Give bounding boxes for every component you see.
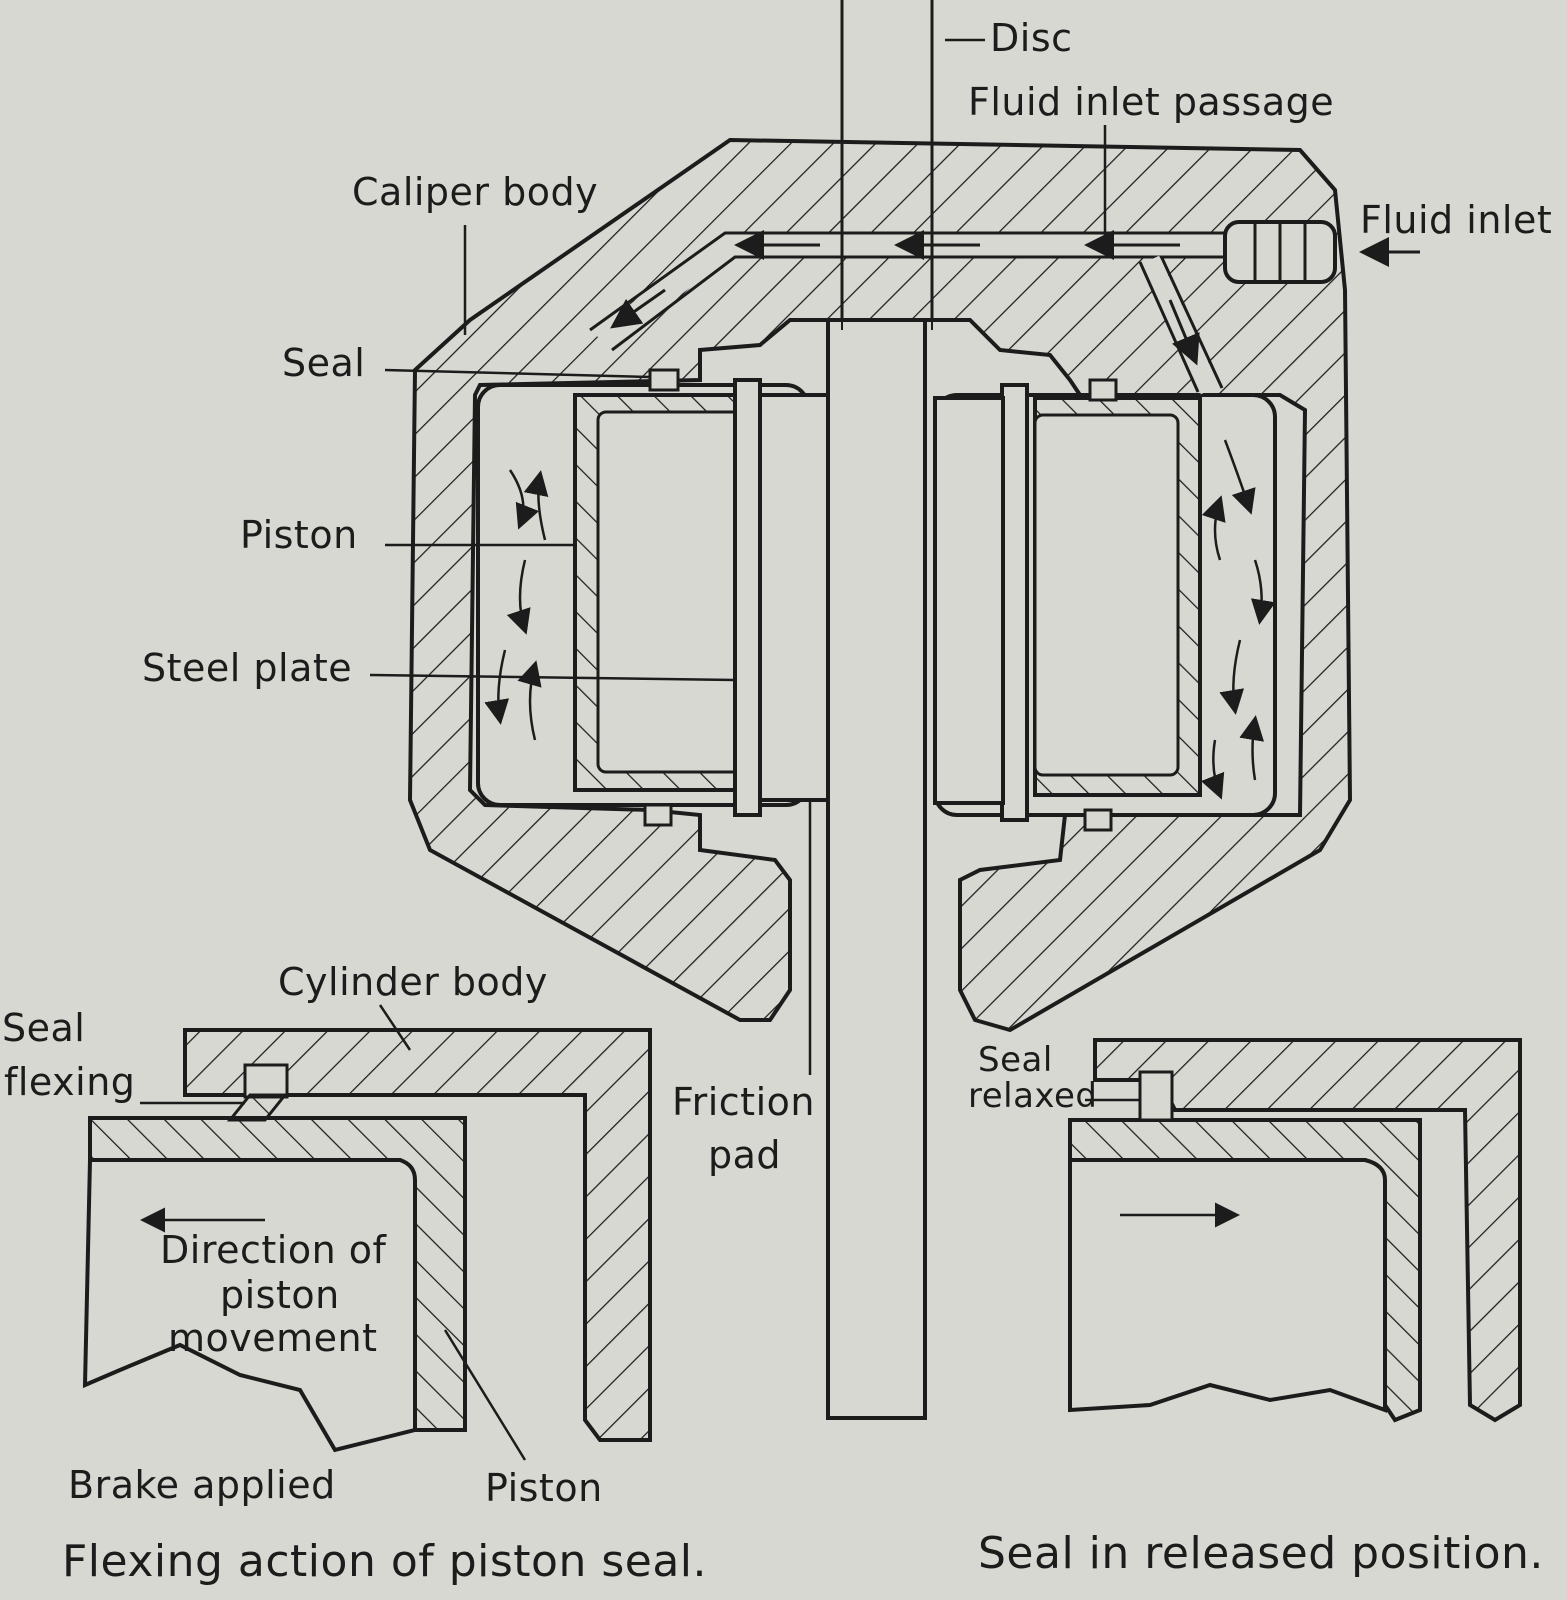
label-direction-1: Direction of <box>160 1228 387 1272</box>
label-steel-plate: Steel plate <box>142 646 353 690</box>
label-direction-3: movement <box>168 1316 378 1360</box>
steel-plate-left <box>733 378 762 817</box>
detail-seal-relaxed <box>1068 1038 1522 1423</box>
piston-right <box>1033 396 1202 797</box>
label-piston-top: Piston <box>240 513 358 557</box>
disc <box>826 0 934 1420</box>
label-cylinder-body: Cylinder body <box>278 960 548 1004</box>
caption-left: Flexing action of piston seal. <box>62 1536 708 1587</box>
label-seal-flexing-2: flexing <box>4 1060 136 1104</box>
seal-top-right <box>1088 378 1118 402</box>
detail-seal-flexing <box>82 1004 652 1461</box>
fluid-inlet-fitting <box>1223 220 1420 284</box>
friction-pad-right <box>933 396 1005 805</box>
label-seal-flexing-1: Seal <box>2 1006 86 1050</box>
steel-plate-right <box>1000 383 1029 822</box>
label-seal: Seal <box>282 341 366 385</box>
seal-bottom-left <box>643 803 673 827</box>
label-seal-relaxed-2: relaxed <box>968 1076 1098 1116</box>
label-friction-pad-1: Friction <box>672 1080 815 1124</box>
label-fluid-inlet-passage: Fluid inlet passage <box>968 80 1335 124</box>
label-caliper-body: Caliper body <box>352 170 599 214</box>
label-friction-pad-2: pad <box>708 1133 782 1177</box>
caption-right: Seal in released position. <box>978 1528 1544 1579</box>
leader-lines <box>369 38 1107 1075</box>
label-fluid-inlet: Fluid inlet <box>1360 198 1553 242</box>
label-disc: Disc <box>990 16 1073 60</box>
label-direction-2: piston <box>220 1273 340 1317</box>
seal-bottom-right <box>1083 808 1113 832</box>
piston-left <box>573 393 742 792</box>
label-brake-applied: Brake applied <box>68 1463 336 1507</box>
label-seal-relaxed-1: Seal <box>978 1040 1053 1080</box>
fluid-flow-arrows <box>484 439 1276 800</box>
friction-pad-left <box>758 393 832 802</box>
seal-top-left <box>648 368 680 392</box>
label-piston-bottom: Piston <box>485 1466 603 1510</box>
